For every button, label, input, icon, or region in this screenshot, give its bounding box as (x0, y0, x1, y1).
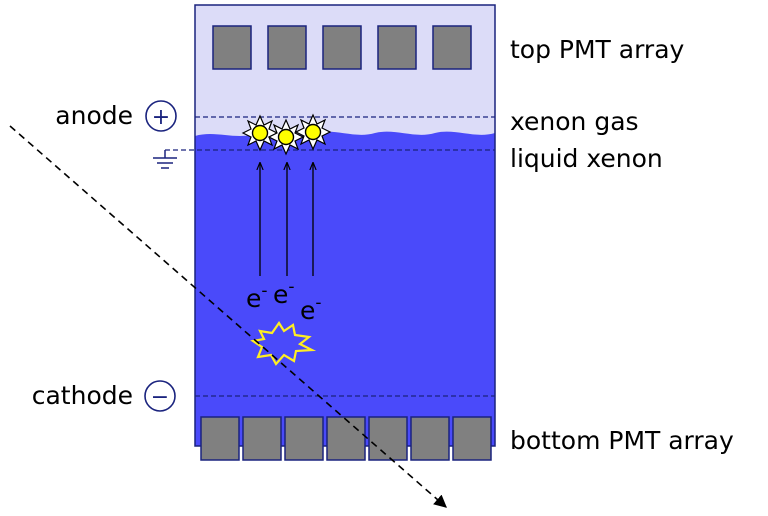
top-pmt (212, 25, 252, 70)
liquid-region (195, 131, 495, 446)
scintillation-flash (241, 114, 279, 152)
bottom-pmt (326, 416, 366, 461)
bottom-pmt (368, 416, 408, 461)
scintillation-flashes (241, 113, 332, 156)
bottom-pmt-label: bottom PMT array (510, 426, 734, 455)
ground-symbol-icon (153, 150, 177, 169)
drift-arrows (260, 163, 313, 276)
top-pmt (267, 25, 307, 70)
minus-circle-icon: − (144, 380, 176, 412)
electron-label: e- (246, 281, 268, 313)
cathode-label: cathode (32, 381, 133, 410)
particle-track (9, 125, 447, 508)
top-pmt-label: top PMT array (510, 35, 685, 64)
svg-text:−: − (151, 385, 169, 410)
electron-label: e- (273, 277, 295, 309)
svg-text:+: + (152, 105, 170, 130)
top-pmt (322, 25, 362, 70)
plus-circle-icon: + (145, 100, 177, 132)
starburst-icon (250, 321, 317, 366)
top-pmt (377, 25, 417, 70)
top-pmt-array (212, 25, 472, 70)
bottom-pmt (452, 416, 492, 461)
bottom-pmt (284, 416, 324, 461)
electron-label: e- (300, 293, 322, 325)
scintillation-flash (294, 113, 332, 151)
top-pmt (432, 25, 472, 70)
bottom-pmt-array (200, 416, 492, 461)
xenon-gas-label: xenon gas (510, 107, 639, 136)
anode-label: anode (55, 101, 133, 130)
bottom-pmt (242, 416, 282, 461)
bottom-pmt (200, 416, 240, 461)
bottom-pmt (410, 416, 450, 461)
liquid-xenon-label: liquid xenon (510, 144, 663, 173)
scintillation-flash (267, 118, 305, 156)
